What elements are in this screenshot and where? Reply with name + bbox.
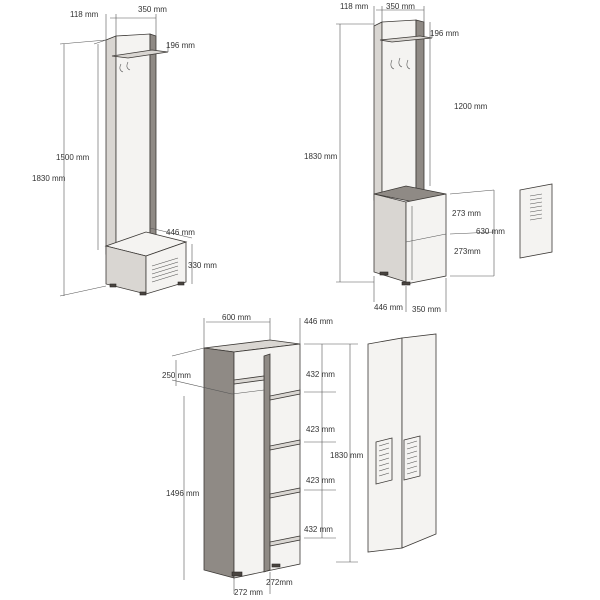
dim-upper: 1200 mm [454, 102, 488, 111]
dim-base-depth: 446 mm [166, 228, 195, 237]
louver-vent-left [375, 437, 393, 485]
foot [109, 283, 117, 288]
hanging-rail [231, 389, 265, 395]
base-side [373, 193, 407, 283]
hanging-shelf [233, 375, 265, 385]
dim-bottom-b: 272 mm [234, 588, 263, 597]
hook-1 [119, 63, 124, 73]
dim-height-total: 1830 mm [32, 174, 66, 183]
hook-2 [398, 57, 403, 68]
dim-hang-height: 1496 mm [166, 489, 200, 498]
dim-depth: 446 mm [304, 317, 333, 326]
shelf-4 [269, 535, 301, 547]
hook-2 [126, 61, 131, 71]
dim-bottom-a: 272mm [266, 578, 293, 587]
foot [139, 291, 147, 296]
back-panel [115, 33, 151, 251]
divider [263, 353, 271, 573]
dim-shelf: 196 mm [166, 41, 195, 50]
dim-width: 350 mm [386, 2, 415, 11]
base-shelf [405, 233, 447, 243]
shelf-2 [269, 439, 301, 451]
dim-shelf-1: 432 mm [306, 370, 335, 379]
dim-base-height: 330 mm [188, 261, 217, 270]
shelf-3 [269, 487, 301, 499]
dim-height-inner: 1500 mm [56, 153, 90, 162]
dim-depth-top: 118 mm [70, 10, 99, 19]
dim-base-depth: 446 mm [374, 303, 403, 312]
dim-shelf-4: 432 mm [304, 525, 333, 534]
dim-height-total: 1830 mm [304, 152, 338, 161]
wardrobe-left-side [203, 347, 235, 579]
loose-door [519, 183, 553, 259]
left-side-panel [105, 35, 117, 255]
dim-shelf-a: 273 mm [452, 209, 481, 218]
figure-1-hall-stand: 118 mm 350 mm 196 mm 1500 mm 1830 mm 446… [32, 5, 217, 297]
hook-1 [390, 59, 395, 70]
dim-width: 350 mm [138, 5, 167, 14]
hook-3 [406, 59, 411, 70]
dim-shelf: 196 mm [430, 29, 459, 38]
dim-width: 600 mm [222, 313, 251, 322]
shelf-1 [269, 389, 301, 401]
dim-depth-top: 118 mm [340, 2, 369, 11]
dim-shelf-3: 423 mm [306, 476, 335, 485]
louver-vent-right [403, 435, 421, 481]
dim-shelf-b: 273mm [454, 247, 481, 256]
base-front [405, 193, 447, 285]
dim-height-total: 1830 mm [330, 451, 364, 460]
back-panel [381, 19, 417, 197]
louver-vent [529, 193, 543, 221]
foot [177, 281, 185, 286]
left-side-panel [373, 21, 383, 201]
louver-vent [151, 257, 179, 283]
figure-3-wardrobe: 600 mm 446 mm 250 mm 1496 mm 432 mm 423 … [162, 313, 437, 597]
figure-2-hall-stand-open: 118 mm 350 mm 196 mm 1200 mm 1830 mm 273… [304, 2, 553, 314]
dim-base-width: 350 mm [412, 305, 441, 314]
dim-base-height: 630 mm [476, 227, 505, 236]
right-side-edge [415, 19, 425, 195]
right-side-edge [149, 33, 157, 239]
dim-shelf-2: 423 mm [306, 425, 335, 434]
dim-rail: 250 mm [162, 371, 191, 380]
